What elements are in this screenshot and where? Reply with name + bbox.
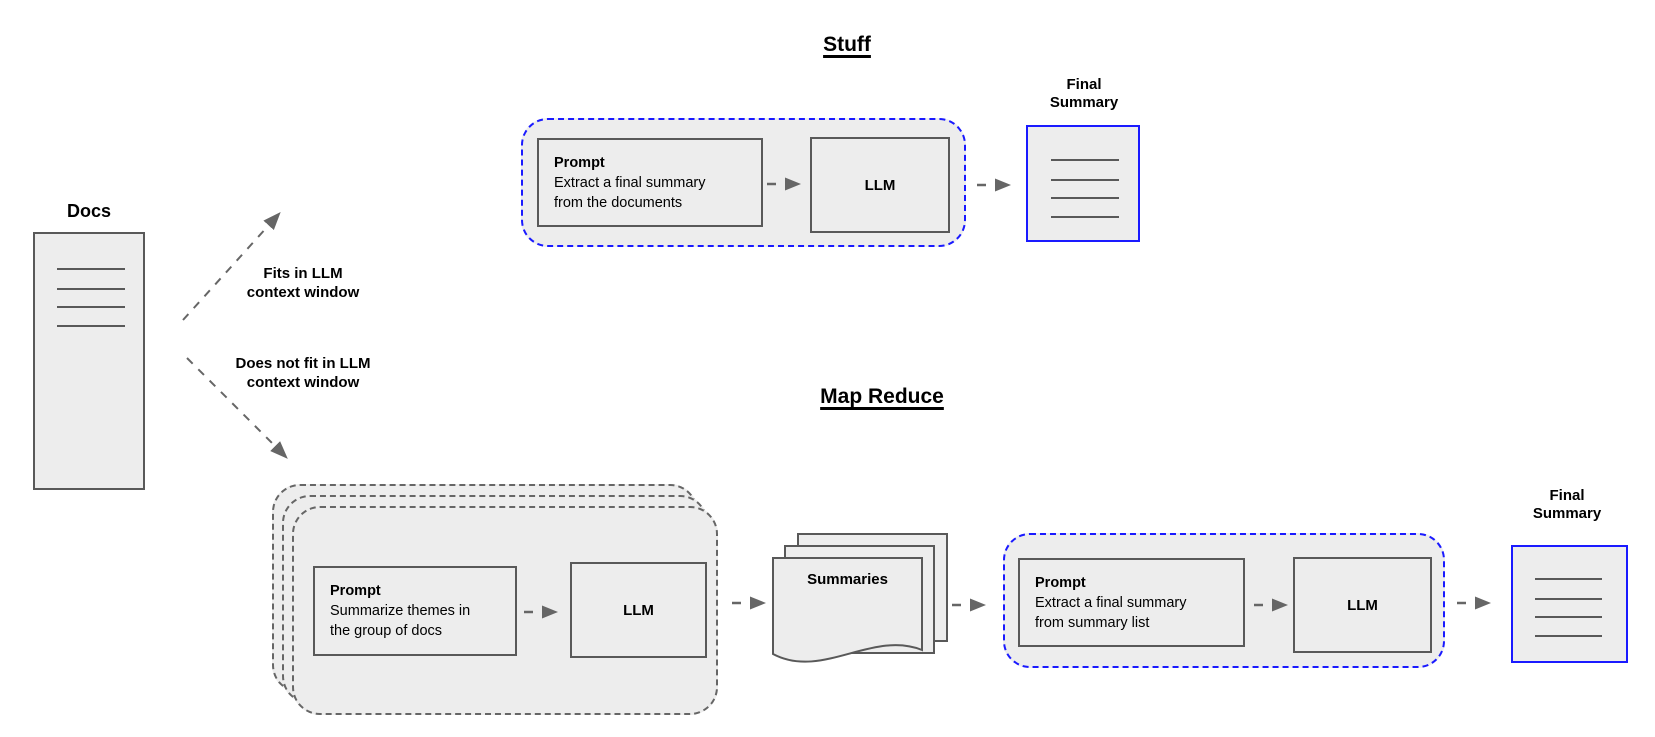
reduce-prompt-box: Prompt Extract a final summary from summ… — [1018, 558, 1245, 647]
docs-document-icon — [33, 232, 145, 490]
stuff-prompt-box: Prompt Extract a final summary from the … — [537, 138, 763, 227]
stuff-prompt-to-llm-arrow-icon — [767, 177, 801, 191]
reduce-llm-to-summary-arrow-icon — [1457, 596, 1491, 610]
reduce-final-summary-label: Final Summary — [1532, 487, 1602, 522]
reduce-prompt-body: Extract a final summary from summary lis… — [1035, 594, 1187, 631]
stuff-title: Stuff — [823, 33, 871, 56]
reduce-llm-box: LLM — [1293, 557, 1432, 653]
doc-line — [1051, 216, 1119, 218]
stuff-llm-box: LLM — [810, 137, 950, 233]
map-prompt-box: Prompt Summarize themes in the group of … — [313, 566, 517, 656]
doc-line — [1051, 159, 1119, 161]
map-prompt-to-llm-arrow-icon — [524, 605, 558, 619]
doc-line — [57, 268, 125, 270]
doc-line — [57, 306, 125, 308]
summaries-label: Summaries — [807, 571, 888, 588]
reduce-final-summary-document-icon — [1511, 545, 1628, 663]
doc-line — [1535, 598, 1602, 600]
does-not-fit-branch-label: Does not fit in LLM context window — [235, 355, 371, 391]
reduce-prompt-to-llm-arrow-icon — [1254, 598, 1288, 612]
doc-line — [1535, 578, 1602, 580]
does-not-fit-branch-arrow-icon — [186, 357, 288, 459]
docs-label: Docs — [66, 201, 111, 221]
stuff-prompt-body: Extract a final summary from the documen… — [554, 174, 706, 211]
map-prompt-title: Prompt — [330, 583, 381, 599]
doc-line — [57, 325, 125, 327]
doc-line — [1051, 179, 1119, 181]
map-llm-box: LLM — [570, 562, 707, 658]
map-llm-label: LLM — [623, 601, 654, 619]
stuff-final-summary-document-icon — [1026, 125, 1140, 242]
stuff-prompt-title: Prompt — [554, 154, 605, 171]
map-to-summaries-arrow-icon — [732, 596, 766, 610]
fits-branch-arrow-icon — [182, 212, 281, 321]
doc-line — [1051, 197, 1119, 199]
stuff-final-summary-label: Final Summary — [1049, 76, 1119, 111]
map-prompt-body: Summarize themes in the group of docs — [330, 603, 471, 639]
summaries-to-reduce-arrow-icon — [952, 598, 986, 612]
doc-line — [57, 288, 125, 290]
map-reduce-title: Map Reduce — [820, 385, 944, 408]
fits-branch-label: Fits in LLM context window — [246, 265, 360, 301]
reduce-llm-label: LLM — [1347, 596, 1378, 614]
stuff-llm-to-summary-arrow-icon — [977, 178, 1011, 192]
doc-line — [1535, 616, 1602, 618]
reduce-prompt-title: Prompt — [1035, 574, 1086, 591]
summaries-stack-icon — [772, 533, 948, 663]
stuff-llm-label: LLM — [864, 176, 896, 194]
doc-line — [1535, 635, 1602, 637]
